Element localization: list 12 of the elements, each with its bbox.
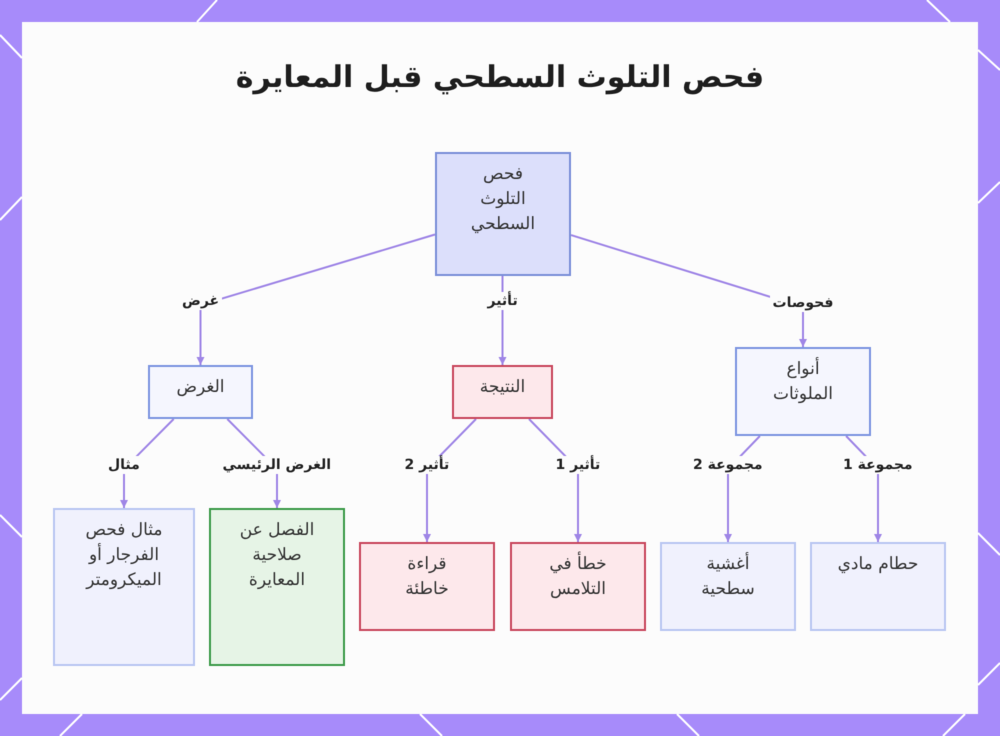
concept-box: مثال فحص الفرجار أو الميكرومتر bbox=[53, 508, 195, 666]
concept-box: الفصل عن صلاحية المعايرة bbox=[209, 508, 345, 666]
concept-box: فحص التلوث السطحي bbox=[435, 152, 571, 276]
concept-box: أغشية سطحية bbox=[660, 542, 796, 631]
concept-box: حطام مادي bbox=[810, 542, 946, 631]
concept-box: خطأ في التلامس bbox=[510, 542, 646, 631]
concept-box: النتيجة bbox=[452, 365, 553, 419]
concept-box: قراءة خاطئة bbox=[359, 542, 495, 631]
concept-box: الغرض bbox=[148, 365, 253, 419]
concept-box: أنواع الملوثات bbox=[735, 347, 871, 436]
connector-arrow bbox=[196, 234, 436, 365]
diagram-title: فحص التلوث السطحي قبل المعايرة bbox=[234, 59, 766, 97]
